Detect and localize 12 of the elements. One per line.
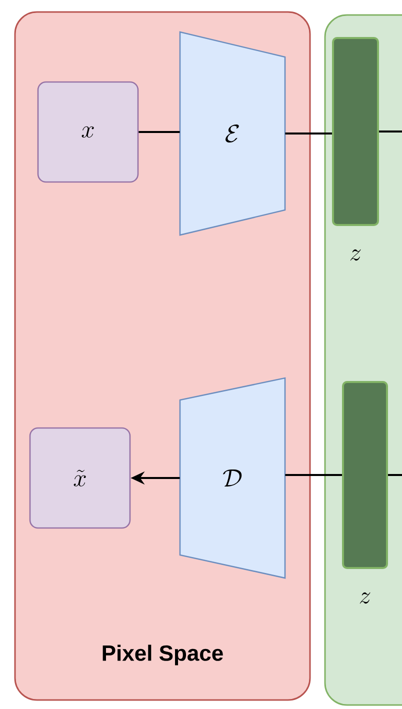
encoder-trapezoid: $\mathcal{E}$ — [179, 31, 286, 236]
variable-box: $\tilde{x}$ — [29, 427, 131, 529]
latent-bar — [332, 37, 379, 226]
latent-bar — [342, 381, 388, 569]
connector-line — [388, 474, 402, 476]
variable-box: $x$ — [37, 81, 139, 183]
variable-label: $z$ — [360, 592, 370, 604]
connector-line — [138, 131, 180, 133]
connector-line — [379, 130, 402, 132]
connector-line — [285, 474, 342, 476]
connector-line — [285, 132, 332, 134]
variable-label: $z$ — [350, 249, 361, 261]
